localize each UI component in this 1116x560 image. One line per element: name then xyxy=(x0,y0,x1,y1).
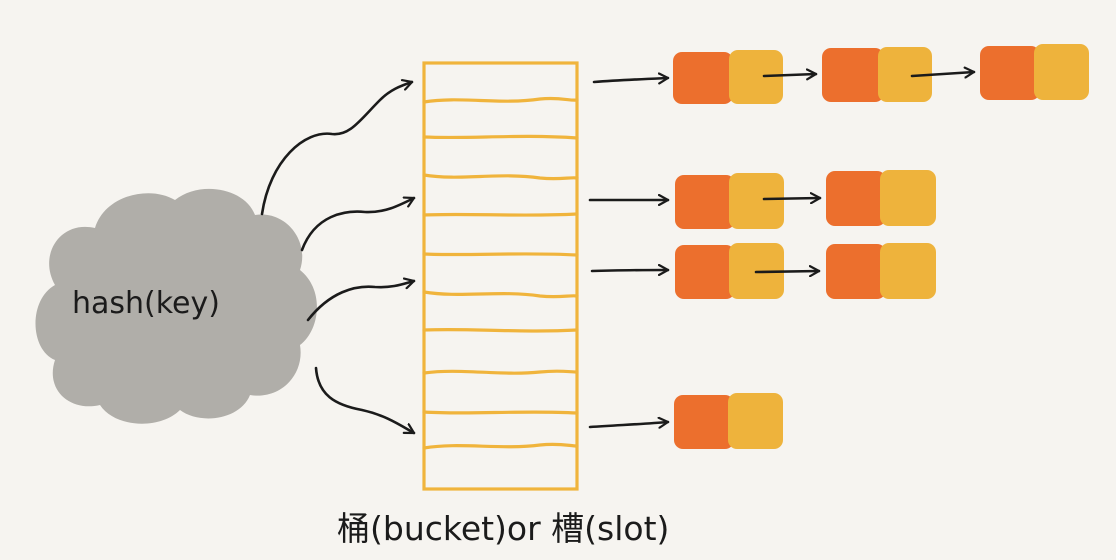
hash-key-label: hash(key) xyxy=(72,286,220,321)
hash-arrow-1 xyxy=(260,82,414,216)
chain-row-1 xyxy=(673,44,1089,104)
node-value-cell xyxy=(728,393,783,449)
slot-divider xyxy=(422,442,579,450)
node-value-cell xyxy=(729,50,783,104)
node-link-arrow xyxy=(762,198,822,199)
slot-divider xyxy=(422,290,579,299)
list-node xyxy=(675,243,784,299)
bucket-to-chain-arrow xyxy=(590,270,670,271)
node-value-cell xyxy=(729,173,784,229)
node-link-arrow xyxy=(754,271,821,272)
node-link-arrow xyxy=(762,74,818,76)
bucket-slot-caption: 桶(bucket)or 槽(slot) xyxy=(337,509,669,548)
chain-row-3 xyxy=(675,243,936,299)
node-link-arrow xyxy=(910,72,976,76)
slot-divider xyxy=(422,410,579,415)
node-value-cell xyxy=(878,47,932,102)
list-node xyxy=(822,47,932,102)
hash-arrow-3 xyxy=(306,281,416,322)
slot-divider xyxy=(422,327,579,333)
list-node xyxy=(675,173,784,229)
node-value-cell xyxy=(1034,44,1089,100)
hash-arrow-2 xyxy=(300,198,416,252)
chain-row-2 xyxy=(675,170,936,229)
bucket-array xyxy=(422,61,579,491)
node-value-cell xyxy=(880,243,936,299)
bucket-to-chain-arrow xyxy=(588,422,670,427)
node-key-cell xyxy=(826,171,886,226)
node-key-cell xyxy=(675,175,735,229)
list-node xyxy=(980,44,1089,100)
node-key-cell xyxy=(826,244,886,299)
hash-arrow-4 xyxy=(314,366,416,435)
list-node xyxy=(826,170,936,226)
slot-divider xyxy=(422,134,579,140)
hash-cloud: hash(key) xyxy=(35,188,317,424)
slot-divider xyxy=(422,96,579,104)
list-node xyxy=(674,393,783,449)
bucket-to-chain-arrow xyxy=(592,78,670,82)
node-key-cell xyxy=(980,46,1040,100)
chain-row-4 xyxy=(674,393,783,449)
slot-divider xyxy=(422,212,579,217)
node-key-cell xyxy=(674,395,734,449)
bucket-outline xyxy=(422,61,579,491)
list-node xyxy=(826,243,936,299)
node-key-cell xyxy=(675,245,735,299)
hash-arrows xyxy=(260,82,416,435)
slot-divider xyxy=(422,252,579,257)
slot-divider xyxy=(422,173,579,181)
node-key-cell xyxy=(822,48,884,102)
list-node xyxy=(673,50,783,104)
node-key-cell xyxy=(673,52,733,104)
cloud-shape xyxy=(35,188,317,424)
slot-divider xyxy=(422,369,579,375)
node-value-cell xyxy=(880,170,936,226)
